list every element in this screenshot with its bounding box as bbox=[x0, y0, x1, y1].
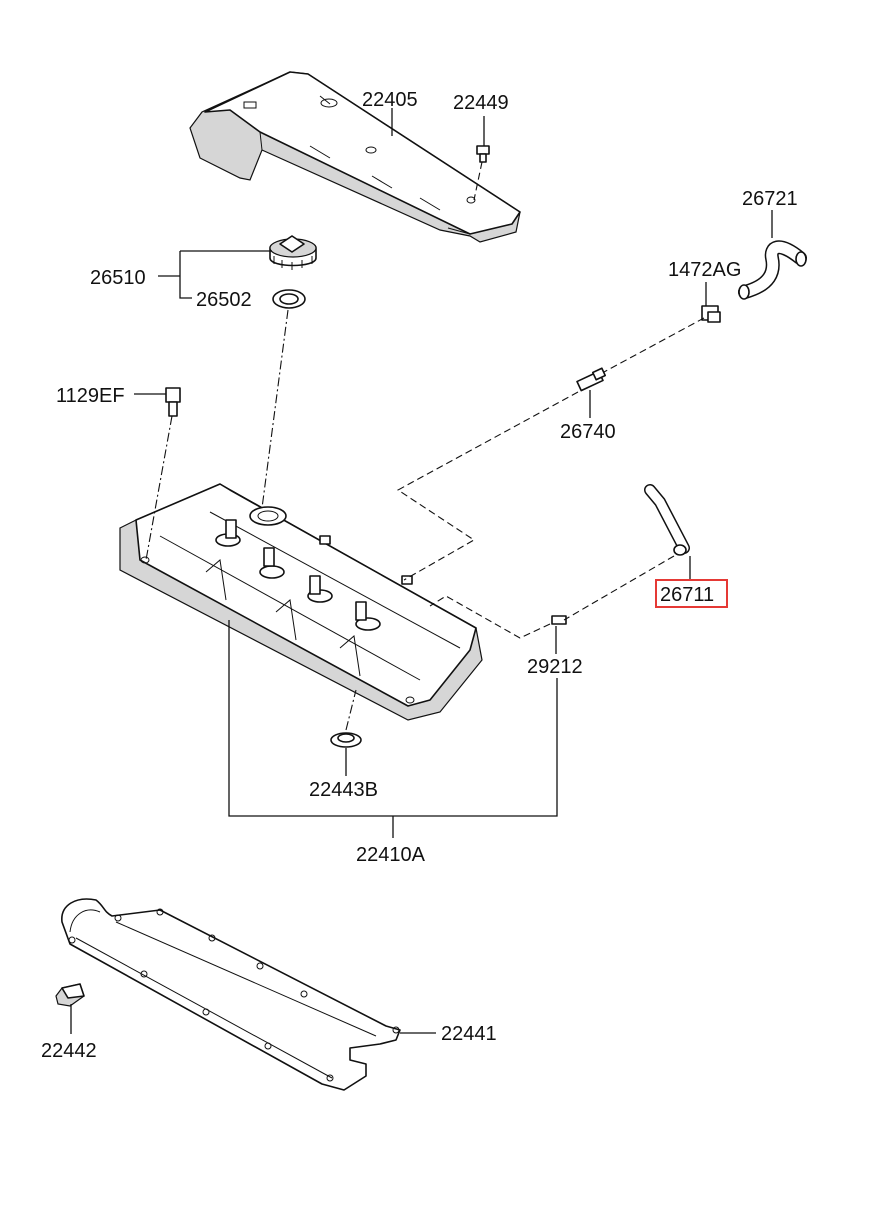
label-22405[interactable]: 22405 bbox=[362, 89, 418, 111]
pcv-valve-26740[interactable] bbox=[576, 367, 607, 392]
label-22443B[interactable]: 22443B bbox=[309, 779, 378, 801]
leader-lines bbox=[70, 108, 773, 1034]
assembly-lines bbox=[145, 161, 705, 731]
label-29212[interactable]: 29212 bbox=[527, 656, 583, 678]
label-22449[interactable]: 22449 bbox=[453, 92, 509, 114]
label-26502[interactable]: 26502 bbox=[196, 289, 252, 311]
highlight-box-26711 bbox=[655, 579, 728, 608]
breather-hose-26711[interactable] bbox=[644, 484, 690, 556]
part-labels: 22405 22449 26721 26510 1472AG 26502 112… bbox=[41, 89, 798, 1062]
label-26721[interactable]: 26721 bbox=[742, 188, 798, 210]
spark-plug-seal-22443B[interactable] bbox=[330, 732, 362, 748]
cylinder-head-cover-22410A[interactable] bbox=[119, 483, 483, 721]
label-26510[interactable]: 26510 bbox=[90, 267, 146, 289]
cover-gasket-22441[interactable] bbox=[61, 898, 401, 1091]
bolt-1129EF[interactable] bbox=[165, 387, 181, 417]
label-1472AG[interactable]: 1472AG bbox=[668, 259, 741, 281]
clamp-1472AG[interactable] bbox=[701, 305, 721, 323]
label-22410A[interactable]: 22410A bbox=[356, 844, 426, 866]
label-26711[interactable]: 26711 bbox=[660, 584, 714, 606]
label-26740[interactable]: 26740 bbox=[560, 421, 616, 443]
nipple-29212[interactable] bbox=[551, 615, 567, 625]
label-22442[interactable]: 22442 bbox=[41, 1040, 97, 1062]
oil-filler-cap-26510[interactable] bbox=[269, 235, 317, 270]
cap-gasket-26502[interactable] bbox=[272, 289, 306, 309]
engine-cover-22405[interactable] bbox=[189, 71, 521, 243]
label-1129EF[interactable]: 1129EF bbox=[56, 385, 125, 407]
label-22441[interactable]: 22441 bbox=[441, 1023, 497, 1045]
bolt-22449[interactable] bbox=[476, 145, 490, 163]
half-moon-plug-22442[interactable] bbox=[55, 983, 85, 1007]
hose-26721[interactable] bbox=[738, 240, 807, 300]
